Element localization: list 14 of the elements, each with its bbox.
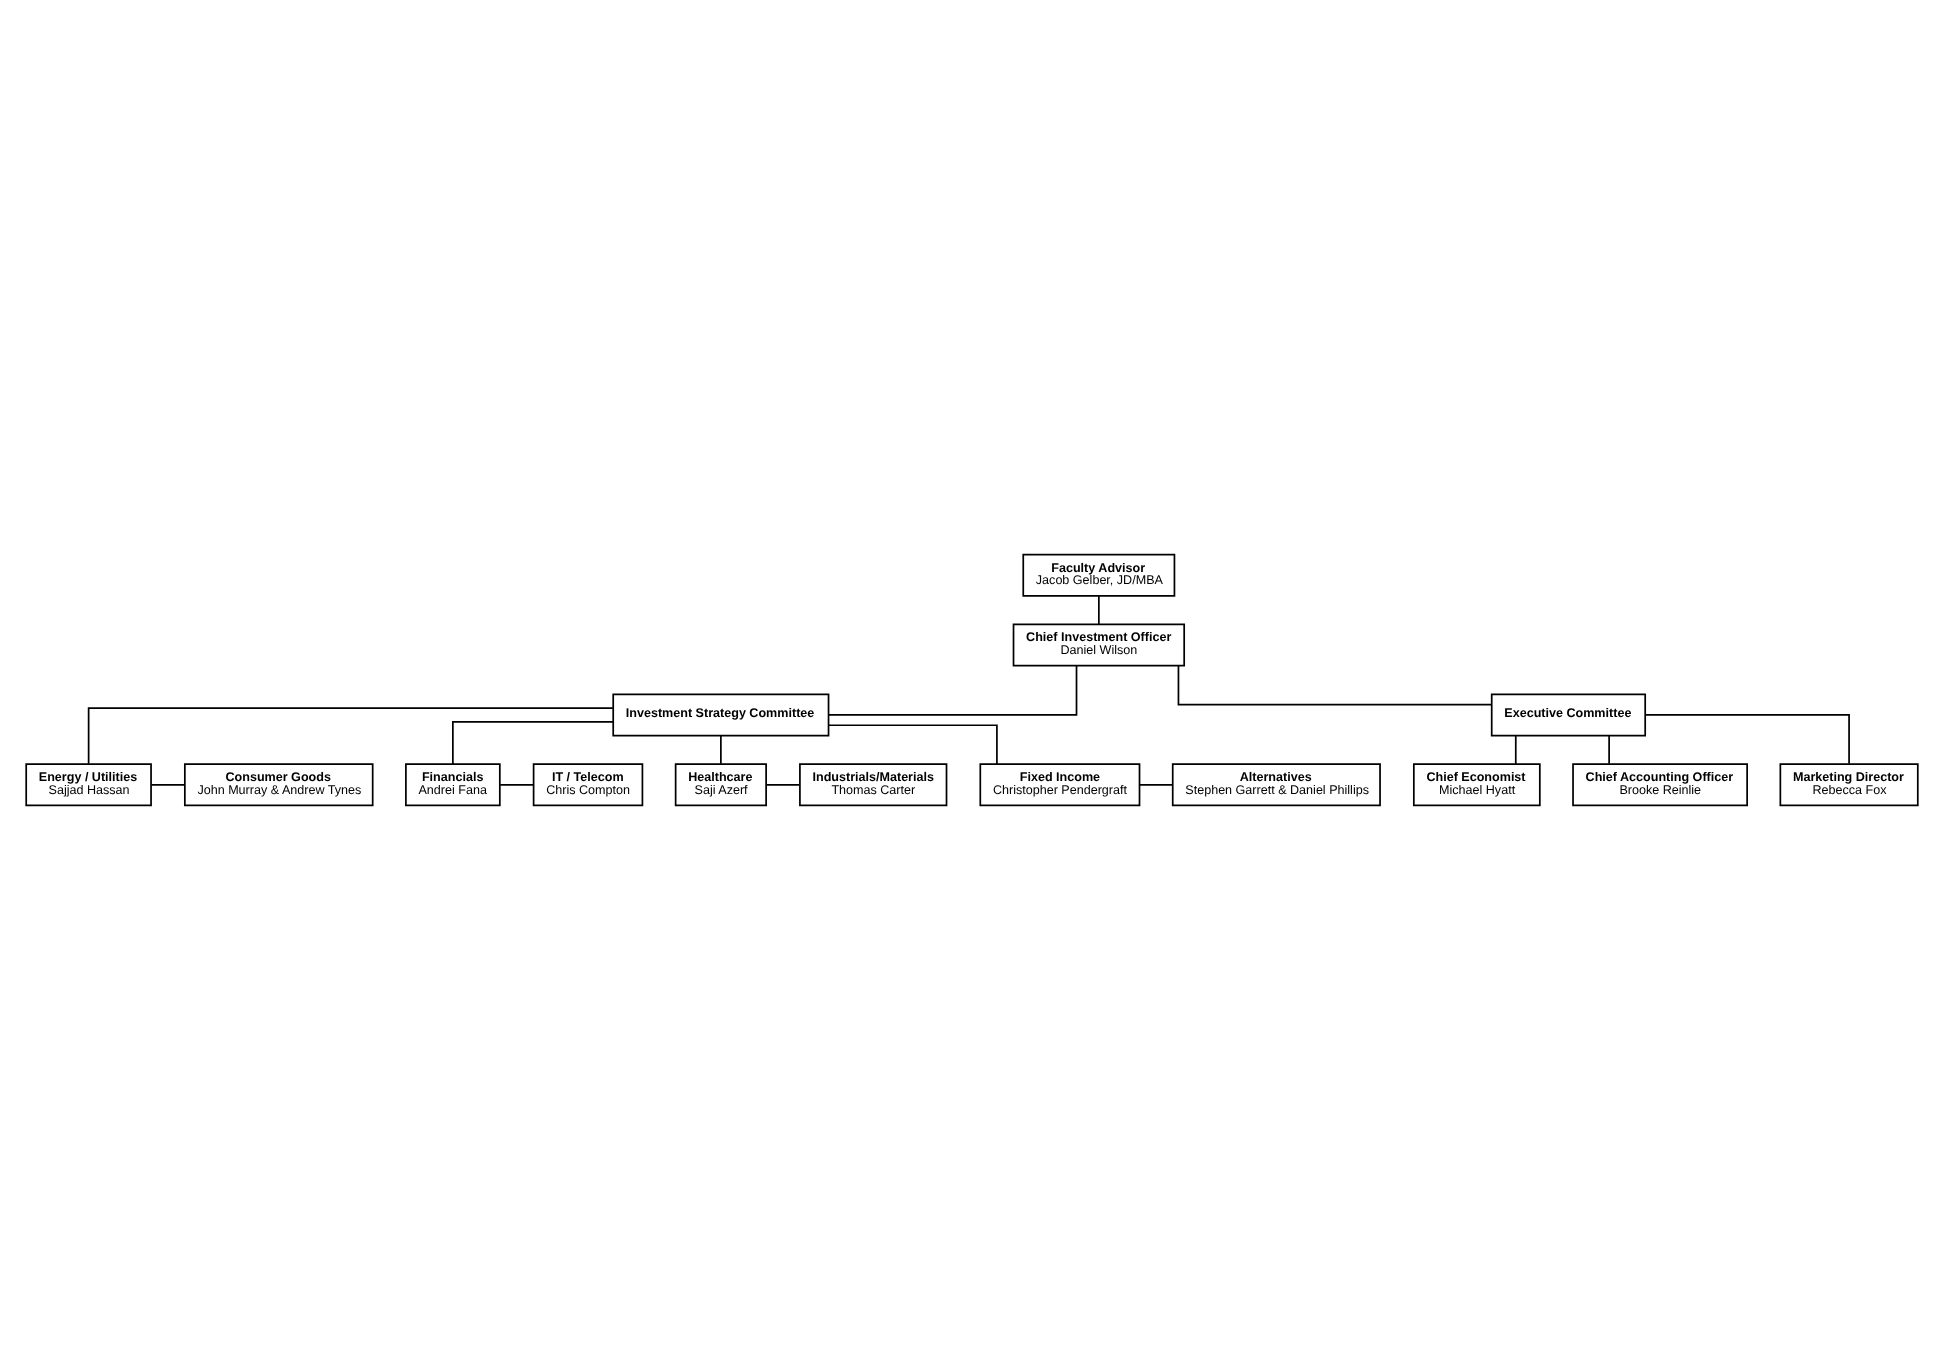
connector <box>1644 713 1850 764</box>
connector <box>720 734 722 764</box>
connector <box>499 782 535 785</box>
connector <box>452 719 614 765</box>
connector <box>827 664 1078 715</box>
connector <box>1098 594 1100 624</box>
connector <box>1608 734 1610 764</box>
connector <box>87 706 614 764</box>
connector <box>765 782 801 785</box>
connector <box>1177 664 1493 705</box>
connector <box>827 723 998 764</box>
connector <box>150 782 186 785</box>
connector <box>1138 782 1174 785</box>
connector <box>1514 734 1517 764</box>
